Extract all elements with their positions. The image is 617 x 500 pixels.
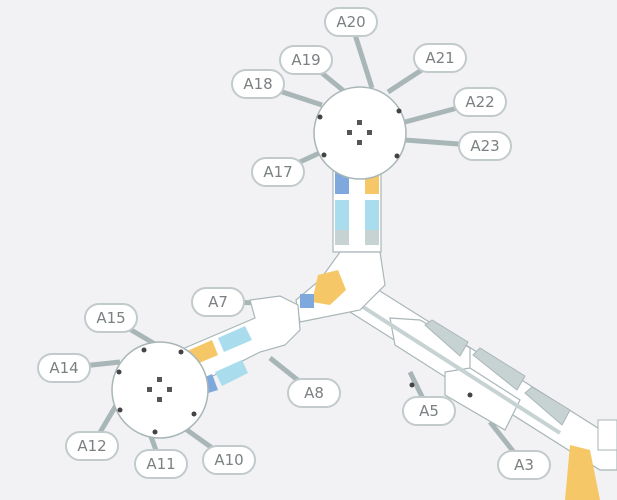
gate-bubble-shape <box>453 87 507 117</box>
gate-label: A19 <box>291 51 320 69</box>
gate-bubble-a23[interactable]: A23 <box>458 131 512 161</box>
shop-area-bottom-right <box>565 445 600 500</box>
gate-bubble-shape <box>65 431 119 461</box>
gate-bubble-a19[interactable]: A19 <box>279 45 333 75</box>
north-stem-lightblue-2 <box>365 200 379 230</box>
gate-label: A12 <box>77 437 106 455</box>
gate-label: A3 <box>514 456 534 474</box>
right-gate-room <box>597 419 617 451</box>
gate-bubble-shape <box>402 396 456 426</box>
north-stem-blue <box>335 172 349 194</box>
gate-label: A11 <box>146 455 175 473</box>
gate-label: A15 <box>96 309 125 327</box>
gate-label: A8 <box>304 384 324 402</box>
gate-bubble-a5[interactable]: A5 <box>402 396 456 426</box>
north-stem-lightblue-1 <box>335 200 349 230</box>
hub-blue <box>300 294 314 308</box>
gate-bubble-a14[interactable]: A14 <box>37 353 91 383</box>
gate-bubble-a18[interactable]: A18 <box>231 69 285 99</box>
gate-bubble-shape <box>37 353 91 383</box>
gate-bubble-a3[interactable]: A3 <box>497 450 551 480</box>
north-stem-gray-1 <box>335 230 349 245</box>
gate-bubble-a11[interactable]: A11 <box>134 449 188 479</box>
gate-bubble-a15[interactable]: A15 <box>84 303 138 333</box>
north-rotunda <box>313 86 407 180</box>
amenity-icons <box>147 120 372 402</box>
right-building-3 <box>524 386 571 426</box>
gate-bubble-a8[interactable]: A8 <box>287 378 341 408</box>
gate-label: A18 <box>243 75 272 93</box>
gate-bubble-a20[interactable]: A20 <box>324 7 378 37</box>
gate-label: A10 <box>214 451 243 469</box>
hub-shop-yellow <box>312 270 346 305</box>
gate-bubble-shape <box>497 450 551 480</box>
gate-bubble-shape <box>202 445 256 475</box>
gate-bubble-a17[interactable]: A17 <box>251 157 305 187</box>
gate-bubble-shape <box>458 131 512 161</box>
gate-bubble-a10[interactable]: A10 <box>202 445 256 475</box>
elevator-icons <box>116 108 473 435</box>
gate-bubble-shape <box>324 7 378 37</box>
gate-bubble-shape <box>134 449 188 479</box>
gate-bubble-shape <box>279 45 333 75</box>
gate-bubble-shape <box>413 43 467 73</box>
gate-label: A20 <box>336 13 365 31</box>
gate-bubble-shape <box>84 303 138 333</box>
north-stem-gray-2 <box>365 230 379 245</box>
right-concourse-gate-area-2 <box>444 367 521 431</box>
gate-bubble-a7[interactable]: A7 <box>191 287 245 317</box>
gate-bubble-shape <box>287 378 341 408</box>
gate-bubble-a12[interactable]: A12 <box>65 431 119 461</box>
gate-label: A22 <box>465 93 494 111</box>
gate-bubble-shape <box>251 157 305 187</box>
gate-label: A23 <box>470 137 499 155</box>
gate-bubble-shape <box>191 287 245 317</box>
gate-bubble-a21[interactable]: A21 <box>413 43 467 73</box>
gate-label: A17 <box>263 163 292 181</box>
right-building-2 <box>472 347 526 391</box>
gate-label: A7 <box>208 293 228 311</box>
gate-label: A21 <box>425 49 454 67</box>
right-building-1 <box>424 319 469 357</box>
west-lightblue-1 <box>218 326 252 352</box>
gate-bubble-shape <box>231 69 285 99</box>
terminal-floorplan <box>111 86 617 500</box>
moving-walkway <box>358 303 562 435</box>
gate-label: A14 <box>49 359 78 377</box>
gate-bubble-a22[interactable]: A22 <box>453 87 507 117</box>
west-lightblue-2 <box>215 360 248 386</box>
gate-label: A5 <box>419 402 439 420</box>
west-rotunda <box>111 341 209 439</box>
